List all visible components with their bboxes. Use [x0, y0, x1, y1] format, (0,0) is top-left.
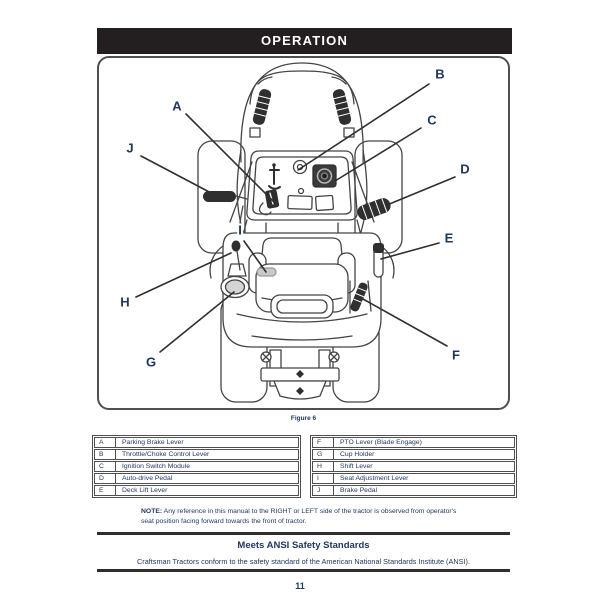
row-label: Auto-drive Pedal	[122, 475, 173, 482]
note-label: NOTE:	[141, 508, 163, 515]
callout-letter-f: F	[451, 347, 461, 363]
table-row: B Throttle/Choke Control Lever	[94, 449, 299, 460]
table-row: H Shift Lever	[312, 461, 515, 472]
table-row: F PTO Lever (Blade Engage)	[312, 437, 515, 448]
row-label: Throttle/Choke Control Lever	[122, 451, 210, 458]
table-row: J Brake Pedal	[312, 485, 515, 496]
row-key: G	[313, 450, 334, 459]
callout-letter-h: H	[119, 294, 131, 310]
row-label: Parking Brake Lever	[122, 439, 184, 446]
divider-rule-top	[97, 532, 510, 535]
table-row: G Cup Holder	[312, 449, 515, 460]
callout-letter-c: C	[426, 112, 438, 128]
callout-letter-j: J	[125, 140, 135, 156]
row-key: J	[313, 486, 334, 495]
row-label: Seat Adjustment Lever	[340, 475, 409, 482]
row-label: Deck Lift Lever	[122, 487, 168, 494]
note-text: Any reference in this manual to the RIGH…	[141, 508, 457, 526]
legend-table-left: A Parking Brake Lever B Throttle/Choke C…	[92, 435, 301, 498]
ansi-body: Craftsman Tractors conform to the safety…	[137, 557, 470, 566]
row-key: D	[95, 474, 116, 483]
row-label: PTO Lever (Blade Engage)	[340, 439, 422, 446]
row-key: F	[313, 438, 334, 447]
page-number: 11	[295, 581, 305, 591]
note-paragraph: NOTE: Any reference in this manual to th…	[141, 507, 469, 527]
row-key: E	[95, 486, 116, 495]
callout-letter-a: A	[171, 98, 183, 114]
row-key: B	[95, 450, 116, 459]
table-row: E Deck Lift Lever	[94, 485, 299, 496]
row-label: Cup Holder	[340, 451, 375, 458]
table-row: I Seat Adjustment Lever	[312, 473, 515, 484]
legend-table-right: F PTO Lever (Blade Engage) G Cup Holder …	[310, 435, 517, 498]
row-key: C	[95, 462, 116, 471]
ansi-title: Meets ANSI Safety Standards	[237, 540, 370, 551]
divider-rule-bottom	[97, 569, 510, 572]
callout-letter-b: B	[434, 66, 446, 82]
row-key: I	[313, 474, 334, 483]
table-row: D Auto-drive Pedal	[94, 473, 299, 484]
row-label: Ignition Switch Module	[122, 463, 191, 470]
row-label: Shift Lever	[340, 463, 373, 470]
figure-caption: Figure 6	[290, 415, 317, 422]
section-header: OPERATION	[97, 28, 512, 54]
row-key: A	[95, 438, 116, 447]
table-row: A Parking Brake Lever	[94, 437, 299, 448]
row-label: Brake Pedal	[340, 487, 378, 494]
callout-letter-d: D	[459, 161, 471, 177]
table-row: C Ignition Switch Module	[94, 461, 299, 472]
callout-letter-g: G	[144, 354, 158, 370]
row-key: H	[313, 462, 334, 471]
callout-letter-e: E	[443, 230, 455, 246]
callout-letter-i: I	[237, 222, 243, 238]
